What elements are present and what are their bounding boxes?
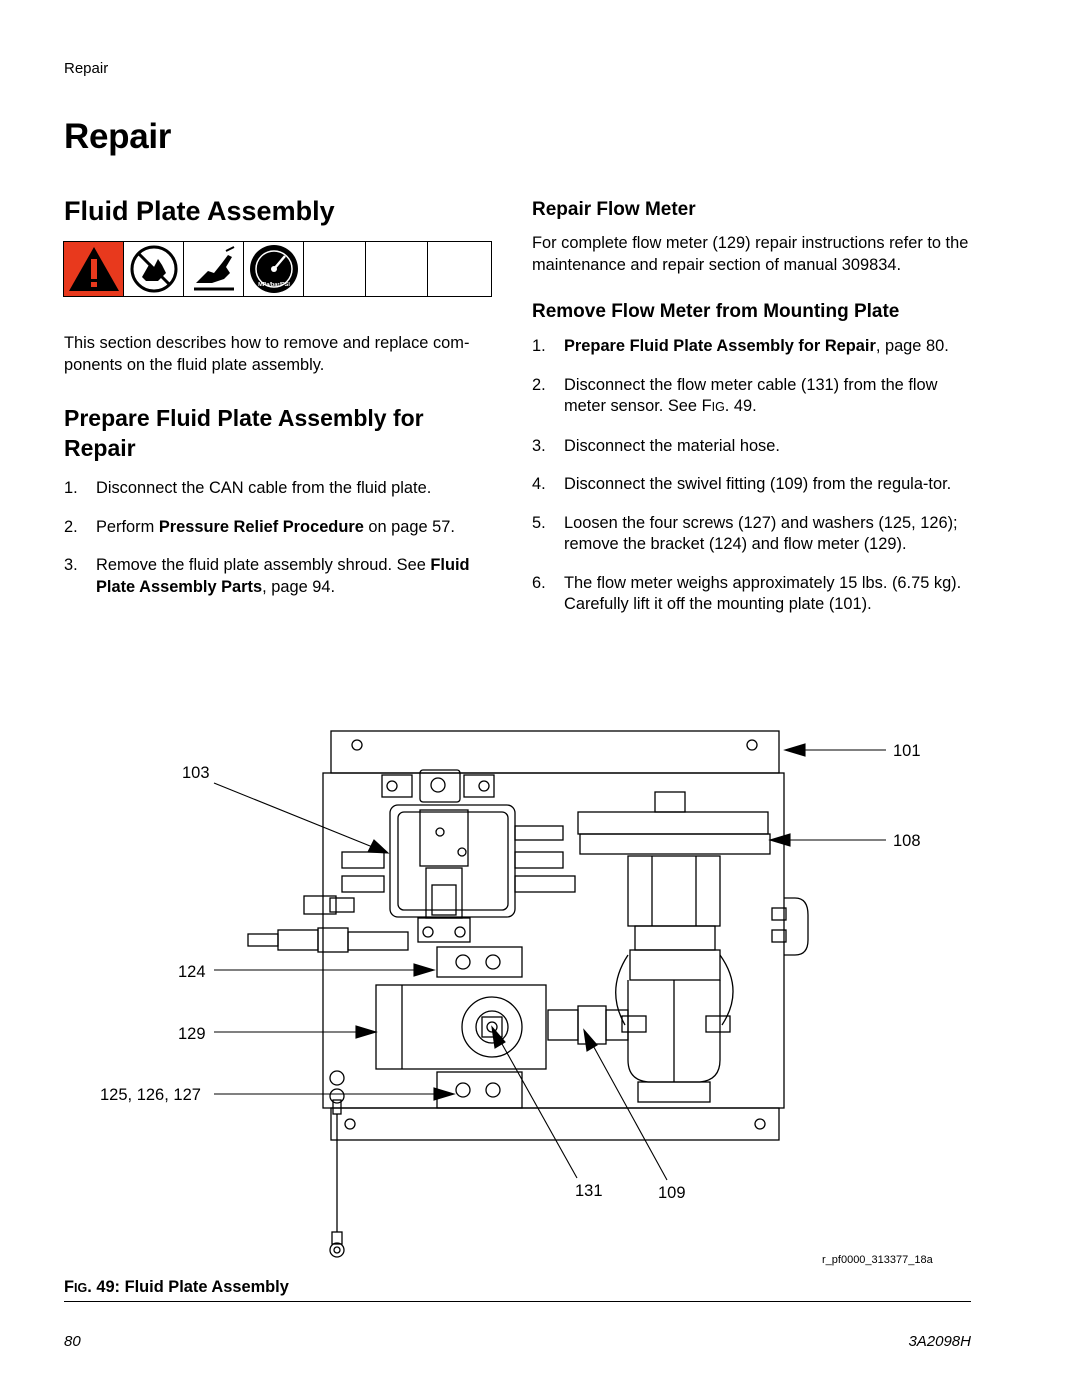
regulator-block: [389, 804, 516, 918]
callout-101: 101: [893, 742, 921, 760]
empty-symbol-cell: [304, 242, 366, 296]
prepare-heading: Prepare Fluid Plate Assembly for Repair: [64, 403, 504, 463]
caption-text: . 49: Fluid Plate Assembly: [87, 1278, 289, 1296]
doc-number: 3A2098H: [908, 1333, 971, 1350]
remove-step: 4. Disconnect the swivel fitting (109) f…: [532, 474, 972, 496]
figure-id: r_pf0000_313377_18a: [822, 1254, 933, 1266]
remove-step: 6. The flow meter weighs approximately 1…: [532, 573, 972, 616]
no-hand-icon: [124, 242, 184, 296]
section-title: Fluid Plate Assembly: [64, 196, 335, 226]
remove-step: 2. Disconnect the flow meter cable (131)…: [532, 375, 972, 419]
caption-text: IG: [74, 1281, 88, 1295]
step-text: . 49.: [724, 397, 757, 415]
step-text: Disconnect the CAN cable from the fluid …: [96, 479, 432, 497]
step-text: Remove the fluid plate assembly shroud. …: [96, 556, 431, 574]
step-reference[interactable]: Fluid Plate Assembly Parts: [96, 556, 470, 596]
step-number: 2.: [64, 517, 78, 536]
warning-triangle-icon: [64, 242, 124, 296]
step-text: The flow meter weighs approximately 15 l…: [564, 573, 962, 614]
callout-124: 124: [178, 963, 206, 981]
gauge-label: MPa/bar/PSI: [258, 282, 290, 288]
step-number: 1.: [64, 479, 78, 497]
step-number: 5.: [532, 513, 546, 532]
step-number: 1.: [532, 337, 546, 355]
step-text: , page 80.: [875, 337, 949, 355]
intro-line: ponents on the fluid plate assembly.: [64, 355, 325, 374]
remove-flow-meter-heading: Remove Flow Meter from Mounting Plate: [532, 301, 900, 322]
prepare-heading-line: Repair: [64, 435, 136, 461]
step-text: , page 94.: [262, 577, 336, 596]
callout-108: 108: [893, 832, 921, 850]
top-flange: [330, 730, 780, 774]
prepare-step: 2. Perform Pressure Relief Procedure on …: [64, 517, 504, 539]
remove-step: 1. Prepare Fluid Plate Assembly for Repa…: [532, 336, 972, 358]
step-number: 3.: [532, 436, 546, 455]
step-text: IG: [711, 400, 725, 414]
prepare-step: 1. Disconnect the CAN cable from the flu…: [64, 478, 504, 500]
footer-rule: [64, 1301, 971, 1302]
step-number: 6.: [532, 573, 546, 592]
step-reference[interactable]: Prepare Fluid Plate Assembly for Repair: [564, 337, 876, 355]
figure-caption: FIG. 49: Fluid Plate Assembly: [64, 1278, 289, 1297]
callout-129: 129: [178, 1025, 206, 1043]
callout-103: 103: [182, 764, 210, 782]
step-number: 4.: [532, 475, 546, 493]
chapter-title: Repair: [64, 117, 172, 156]
repair-flow-meter-text: For complete flow meter (129) repair ins…: [532, 234, 969, 274]
remove-steps: 1. Prepare Fluid Plate Assembly for Repa…: [532, 336, 972, 633]
callout-131: 131: [575, 1182, 603, 1200]
intro-line: This section describes how to remove and…: [64, 334, 470, 352]
flow-meter-upper-body: [627, 855, 721, 927]
remove-step: 3. Disconnect the material hose.: [532, 436, 972, 458]
flow-meter-top-flange: [577, 811, 769, 835]
bottom-flange: [330, 1107, 780, 1141]
bracket: [436, 946, 523, 978]
prepare-step: 3. Remove the fluid plate assembly shrou…: [64, 555, 504, 598]
skin-injection-icon: [184, 242, 244, 296]
repair-flow-meter-heading: Repair Flow Meter: [532, 199, 696, 220]
step-number: 3.: [64, 556, 78, 574]
step-text: on page 57.: [363, 517, 455, 536]
step-text: Disconnect the material hose.: [564, 436, 780, 455]
page-number: 80: [64, 1333, 81, 1350]
step-text: Perform: [96, 517, 159, 536]
step-reference[interactable]: Pressure Relief Procedure: [158, 517, 364, 536]
pressure-gauge-icon: MPa/bar/PSI: [244, 242, 304, 296]
flow-meter-sensor-body: [375, 984, 547, 1070]
step-number: 2.: [532, 375, 546, 394]
prepare-steps: 1. Disconnect the CAN cable from the flu…: [64, 478, 504, 615]
intro-paragraph: This section describes how to remove and…: [64, 333, 504, 376]
empty-symbol-cell: [366, 242, 428, 296]
prepare-heading-line: Prepare Fluid Plate Assembly for: [64, 405, 424, 431]
callout-109: 109: [658, 1184, 686, 1202]
step-text: Loosen the four screws (127) and washers…: [564, 513, 958, 554]
caption-text: F: [64, 1278, 75, 1296]
remove-step: 5. Loosen the four screws (127) and wash…: [532, 513, 972, 556]
step-text: Disconnect the swivel fitting (109) from…: [564, 475, 952, 493]
callout-125-126-127: 125, 126, 127: [100, 1086, 201, 1104]
step-text: Disconnect the flow meter cable (131) fr…: [564, 375, 938, 416]
warning-symbols-box: MPa/bar/PSI: [63, 241, 492, 297]
running-head: Repair: [64, 60, 109, 77]
